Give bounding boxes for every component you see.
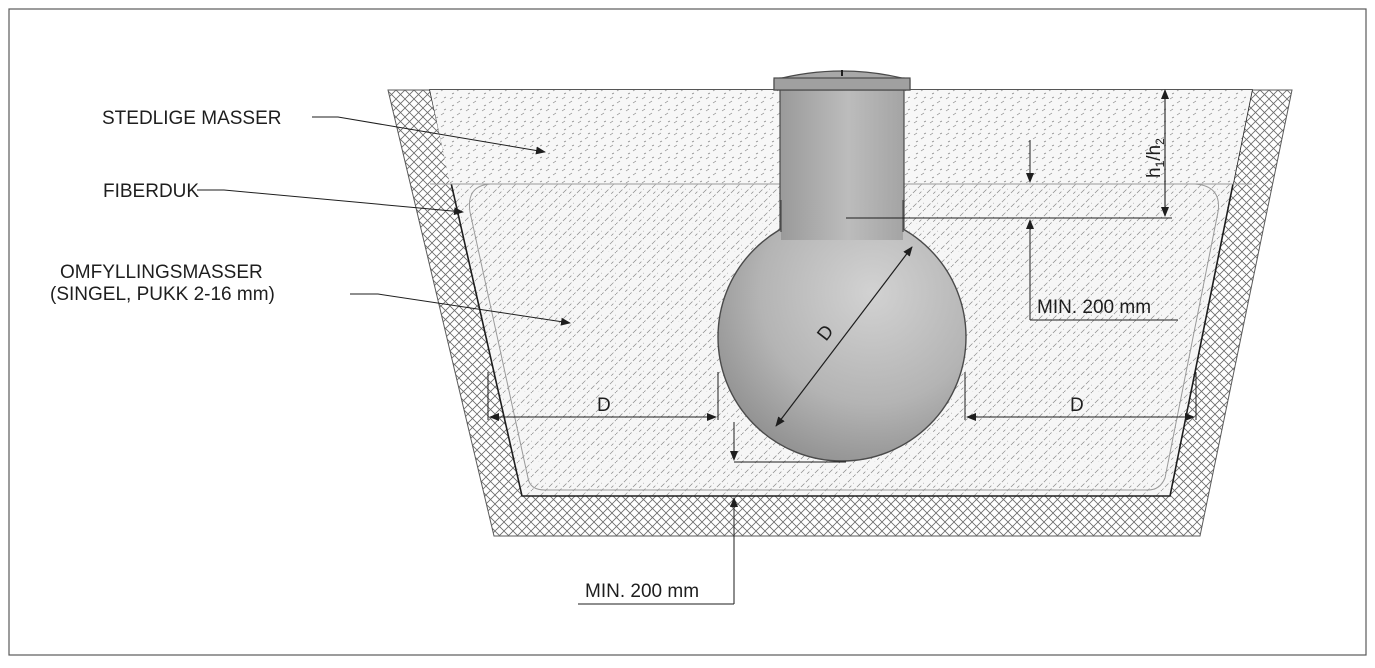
- leader-stedlige-masser: [312, 116, 546, 155]
- sphere-diameter-line: [775, 246, 913, 427]
- leader-fiberduk: [197, 189, 464, 216]
- label-omfylling-1: OMFYLLINGSMASSER: [60, 262, 263, 283]
- label-stedlige-masser: STEDLIGE MASSER: [102, 108, 282, 129]
- cover-depth-label: h1/h2: [1144, 138, 1167, 178]
- left-clearance-label: D: [597, 395, 611, 416]
- svg-text:h1/h2: h1/h2: [1144, 138, 1167, 178]
- label-omfylling-2: (SINGEL, PUKK 2-16 mm): [50, 284, 275, 305]
- label-fiberduk: FIBERDUK: [103, 181, 199, 202]
- min-top-label: MIN. 200 mm: [1037, 297, 1151, 318]
- leader-omfylling: [350, 293, 571, 326]
- min-bottom-label: MIN. 200 mm: [585, 581, 699, 602]
- right-clearance-label: D: [1070, 395, 1084, 416]
- tank-sphere: [717, 212, 967, 462]
- drawing-border: [8, 8, 1367, 656]
